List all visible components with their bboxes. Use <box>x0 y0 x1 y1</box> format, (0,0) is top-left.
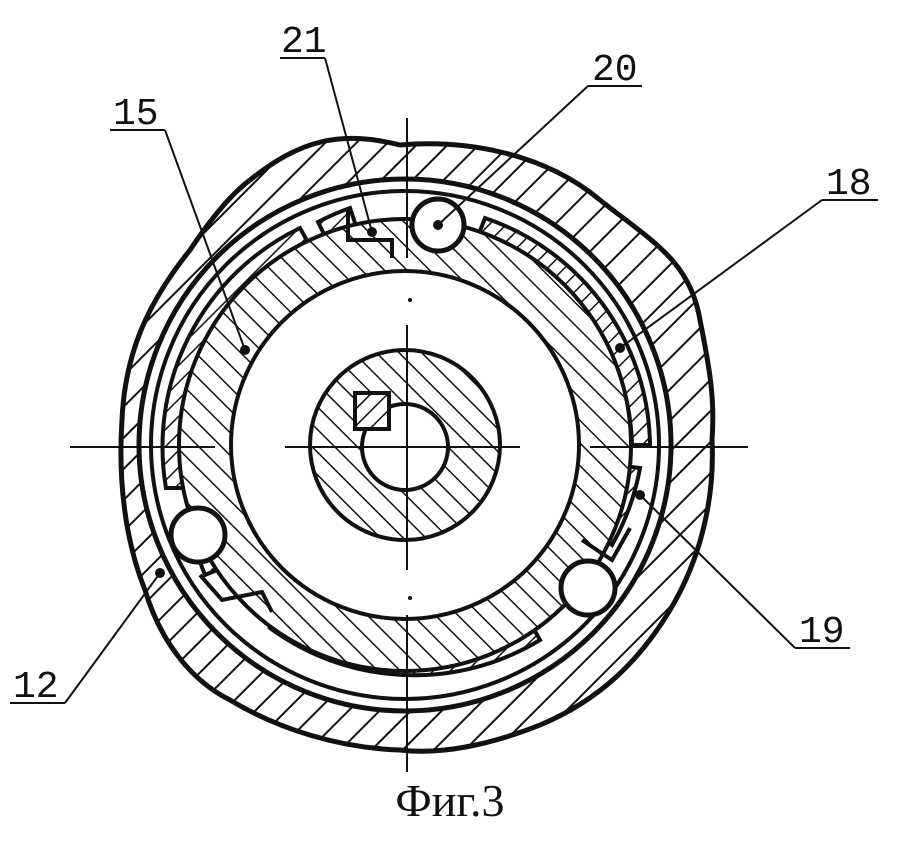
label-18: 18 <box>826 163 872 206</box>
label-15: 15 <box>113 93 159 136</box>
reference-labels: 21 20 15 18 12 19 <box>13 21 872 709</box>
center-lines <box>70 118 748 772</box>
figure-caption: Фиг.3 <box>395 775 505 826</box>
label-19: 19 <box>799 611 845 654</box>
shaft-key <box>353 391 391 431</box>
label-12: 12 <box>13 666 59 709</box>
label-21: 21 <box>281 21 327 64</box>
label-20: 20 <box>592 49 638 92</box>
leader-lines <box>10 57 878 704</box>
